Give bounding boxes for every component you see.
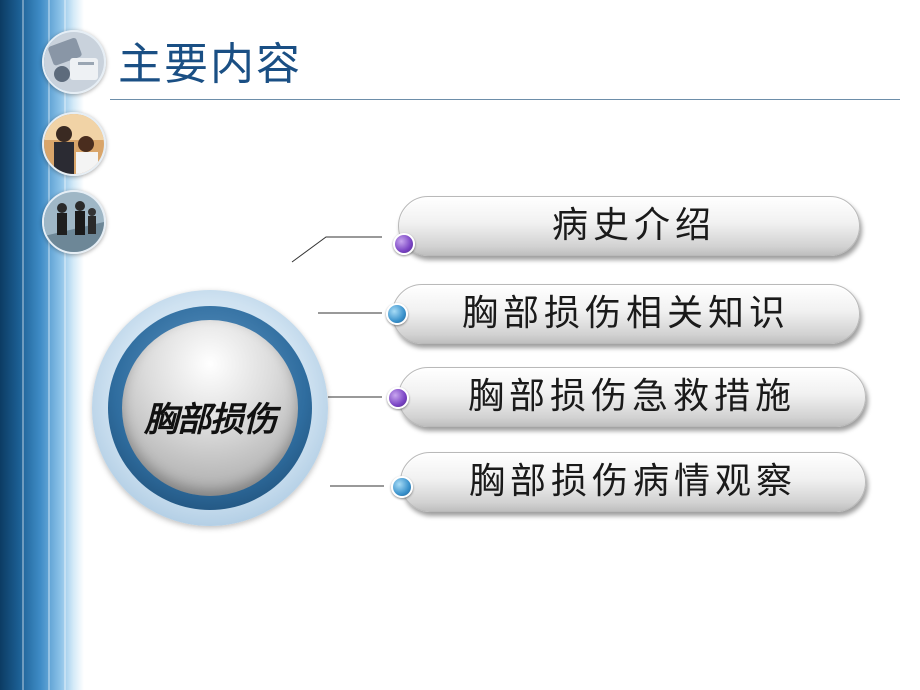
central-topic-label: 胸部损伤 [144, 400, 277, 440]
walking-people-photo [42, 190, 106, 254]
central-topic-ring: 胸部损伤 [108, 306, 312, 510]
menu-item-observation[interactable]: 胸部损伤病情观察 [400, 452, 866, 512]
menu-item-label: 胸部损伤相关知识 [461, 293, 790, 334]
title-divider [110, 99, 900, 100]
menu-item-medical-history[interactable]: 病史介绍 [398, 196, 860, 256]
menu-item-related-knowledge[interactable]: 胸部损伤相关知识 [392, 284, 860, 344]
bullet-dot-icon [391, 476, 413, 498]
central-topic-button[interactable]: 胸部损伤 [122, 320, 298, 496]
menu-item-label: 胸部损伤急救措施 [467, 376, 796, 417]
menu-item-label: 胸部损伤病情观察 [468, 461, 797, 502]
office-tools-photo [42, 30, 106, 94]
menu-item-first-aid[interactable]: 胸部损伤急救措施 [398, 367, 866, 427]
bullet-dot-icon [393, 233, 415, 255]
central-topic-circle: 胸部损伤 [92, 290, 328, 526]
connector-line [291, 236, 382, 263]
menu-item-label: 病史介绍 [551, 205, 716, 246]
bullet-dot-icon [386, 303, 408, 325]
page-title: 主要内容 [118, 39, 302, 90]
bullet-dot-icon [387, 387, 409, 409]
business-people-photo [42, 112, 106, 176]
